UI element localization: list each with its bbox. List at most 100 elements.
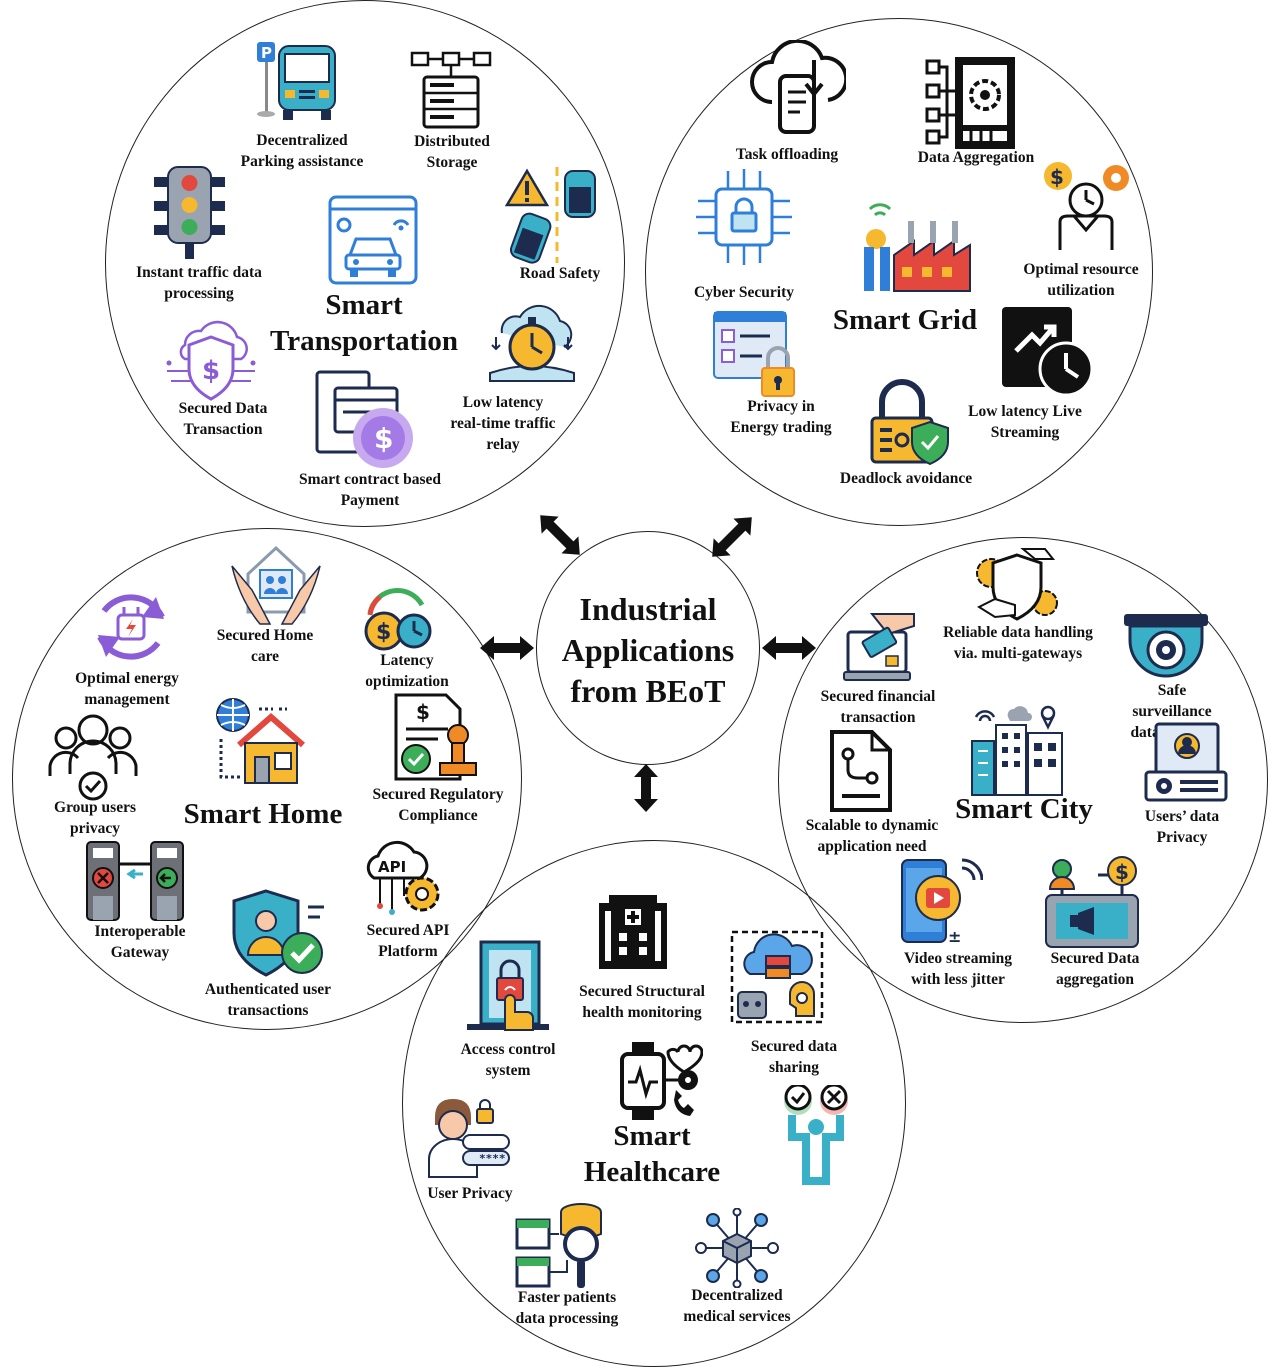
center-circle <box>536 531 760 765</box>
financial-transaction-laptop-icon <box>843 613 915 681</box>
patient-data-processing-icon <box>515 1203 602 1288</box>
label-payment: Smart contract based Payment <box>298 471 442 509</box>
svg-text:P: P <box>261 44 272 62</box>
label-homecare: Secured Home care <box>216 627 314 665</box>
label-aggregation: Data Aggregation <box>917 149 1035 166</box>
label-storage: Distributed Storage <box>414 133 490 171</box>
task-offloading-icon <box>750 40 846 134</box>
label-group: Group users privacy <box>54 799 136 837</box>
svg-text:API: API <box>378 858 406 876</box>
label-decentral: Decentralized medical services <box>683 1287 791 1325</box>
energy-management-plug-icon <box>97 594 165 660</box>
home-circle <box>12 528 522 1030</box>
smart-car-icon <box>328 195 418 285</box>
city-title: Smart City <box>955 793 1093 825</box>
label-faster: Faster patients data processing <box>515 1289 619 1327</box>
cyber-security-chip-icon <box>696 169 792 265</box>
transportation-circle <box>105 0 625 527</box>
secured-data-shield-icon: $ <box>166 320 256 401</box>
structural-health-building-icon <box>599 895 667 969</box>
road-safety-icon <box>505 167 596 264</box>
energy-trading-privacy-icon <box>713 311 795 397</box>
data-aggregation-icon <box>925 57 1015 149</box>
label-financial: Secured financial transaction <box>820 688 936 726</box>
svg-text:$: $ <box>376 620 391 645</box>
multi-gateway-shield-icon <box>976 548 1058 621</box>
deadlock-avoidance-lock-icon <box>870 379 949 466</box>
transportation-title: Smart Transportation <box>270 289 458 357</box>
user-privacy-avatar-icon: **** <box>428 1099 510 1178</box>
group-users-privacy-icon <box>48 714 138 801</box>
label-latency: Latency optimization <box>365 652 449 690</box>
smart-home-house-icon <box>216 698 305 784</box>
svg-text:****: **** <box>479 1152 506 1165</box>
regulatory-compliance-stamp-icon: $ <box>394 693 477 781</box>
label-structural: Secured Structural health monitoring <box>579 983 705 1021</box>
svg-text:$: $ <box>416 700 430 724</box>
label-parking: Decentralized Parking assistance <box>240 132 364 170</box>
api-platform-cloud-icon: API <box>366 840 440 915</box>
label-gateway: Interoperable Gateway <box>94 923 186 961</box>
surveillance-camera-icon <box>1124 614 1208 678</box>
scalable-document-icon <box>830 730 892 812</box>
smart-city-buildings-icon <box>971 705 1063 796</box>
label-auth: Authenticated user transactions <box>204 981 332 1019</box>
consent-person-icon <box>784 1085 848 1185</box>
label-streaming: Low latency Live Streaming <box>968 403 1082 441</box>
label-access: Access control system <box>460 1041 556 1079</box>
arrow-to-city-icon <box>762 636 816 660</box>
label-cyber: Cyber Security <box>693 284 795 301</box>
svg-text:$: $ <box>1115 860 1129 884</box>
grid-circle <box>645 18 1153 526</box>
label-energy: Optimal energy management <box>75 670 179 708</box>
smartwatch-health-icon <box>620 1042 703 1120</box>
label-scalable: Scalable to dynamic application need <box>805 817 939 855</box>
interoperable-gateway-icon <box>86 841 184 921</box>
home-title: Smart Home <box>183 798 343 830</box>
label-sharing: Secured data sharing <box>750 1038 838 1076</box>
authenticated-user-shield-icon <box>232 889 324 977</box>
secured-data-aggregation-icon: $ <box>1045 856 1139 948</box>
svg-text:$: $ <box>374 422 393 455</box>
label-video: Video streaming with less jitter <box>903 950 1013 988</box>
grid-title: Smart Grid <box>832 304 978 336</box>
svg-text:$: $ <box>202 356 220 386</box>
label-gateways: Reliable data handling via. multi-gatewa… <box>943 624 1093 662</box>
label-users-privacy: Users’ data Privacy <box>1144 808 1220 846</box>
arrow-to-home-icon <box>480 636 534 660</box>
svg-text:$: $ <box>1050 165 1064 189</box>
arrow-to-health-icon <box>634 764 658 812</box>
home-care-hands-icon <box>231 545 321 625</box>
video-streaming-phone-icon: ± <box>901 858 983 946</box>
storage-server-icon <box>410 51 492 129</box>
data-sharing-cloud-icon <box>730 930 824 1024</box>
contract-payment-icon: $ <box>315 370 413 468</box>
label-secured-txn: Secured Data Transaction <box>178 400 268 438</box>
center-title: Industrial Applications from BEoT <box>561 591 735 709</box>
latency-optimization-coins-icon: $ <box>364 587 432 651</box>
svg-text:±: ± <box>948 927 961 946</box>
label-deadlock: Deadlock avoidance <box>839 470 973 487</box>
bus-parking-icon: P <box>257 42 336 120</box>
decentralized-medical-network-icon <box>695 1208 779 1288</box>
arrow-to-grid-icon <box>712 517 752 557</box>
label-task: Task offloading <box>735 146 839 163</box>
label-privacy: User Privacy <box>427 1185 513 1202</box>
users-privacy-monitor-icon <box>1144 722 1228 802</box>
live-streaming-icon <box>1002 307 1094 397</box>
label-low-latency: Low latency real-time traffic relay <box>450 394 556 453</box>
label-traffic: Instant traffic data processing <box>136 264 262 302</box>
label-road-safety: Road Safety <box>519 265 601 282</box>
access-control-door-icon <box>467 940 549 1031</box>
health-title: Smart Healthcare <box>583 1120 721 1188</box>
label-resource: Optimal resource utilization <box>1023 261 1139 299</box>
label-grid-privacy: Privacy in Energy trading <box>730 398 832 436</box>
label-regulatory: Secured Regulatory Compliance <box>372 786 504 824</box>
label-city-aggregation: Secured Data aggregation <box>1050 950 1140 988</box>
stopwatch-cloud-icon <box>489 304 575 382</box>
label-api: Secured API Platform <box>366 922 450 960</box>
traffic-light-icon <box>154 166 225 259</box>
smart-grid-factory-icon <box>864 203 971 292</box>
arrow-to-transportation-icon <box>540 515 580 555</box>
resource-utilization-icon: $ <box>1044 162 1129 250</box>
